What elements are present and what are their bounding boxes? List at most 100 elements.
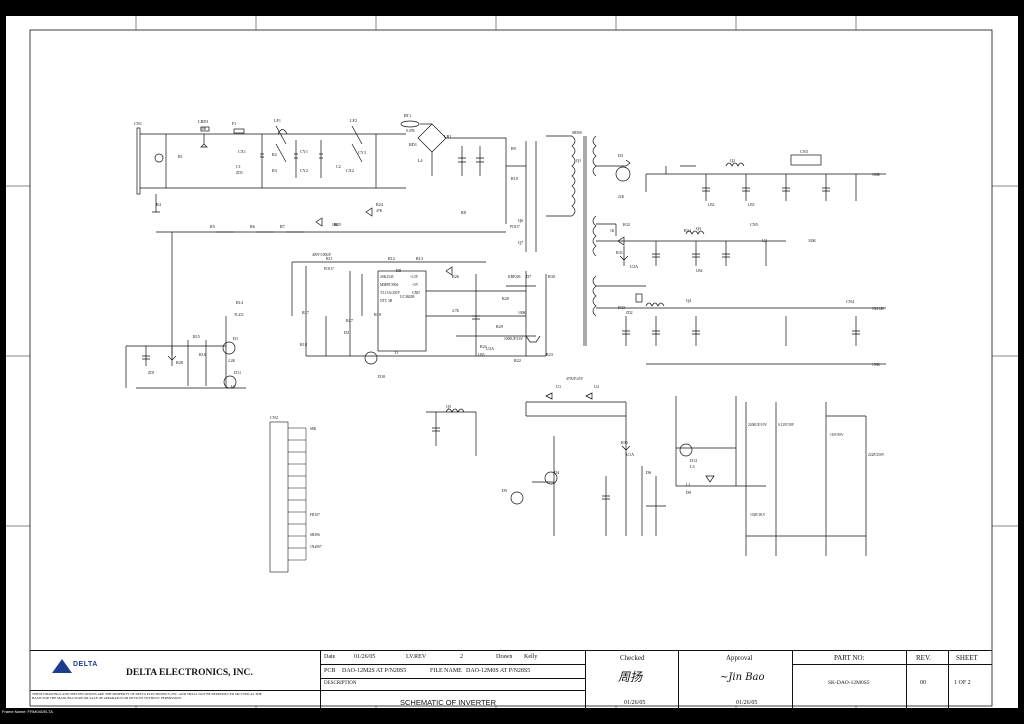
component-label: D7 (526, 274, 531, 279)
component-label: Q5 (446, 404, 451, 409)
sheet-border (29, 29, 993, 707)
component-label: U2A (630, 264, 638, 269)
transformer-t1 (546, 135, 597, 346)
feedback-section (426, 392, 643, 536)
drawn-value: Kelly (524, 654, 538, 660)
rev-label: REV. (916, 654, 931, 662)
component-label: Q1 (576, 158, 581, 163)
component-labels: LBD1 F1 LF1 LF2 RT1 BD1 C1 C2 CY1 CY2 CY… (148, 113, 885, 549)
component-label: R5 (210, 224, 215, 229)
company-name: DELTA ELECTRONICS, INC. (126, 668, 253, 678)
schematic-sheet: CN1 (6, 16, 1018, 712)
component-label: RT1 (404, 113, 411, 118)
component-label: R23 (546, 352, 553, 357)
component-label: PC817 (510, 225, 520, 229)
component-label: R29 (496, 324, 503, 329)
lv-rev-value: 2 (460, 654, 463, 660)
component-label: 10R (200, 127, 207, 131)
file-label: FILE NAME (430, 668, 462, 674)
component-label: LF1 (274, 118, 281, 123)
component-label: 1000UF/16V (504, 337, 523, 341)
component-label: D10 (378, 374, 385, 379)
component-label: 1K (610, 229, 615, 233)
component-label: CY1 (300, 149, 308, 154)
description-value: SCHEMATIC OF INVERTER (400, 698, 496, 707)
component-label: ZD2 (626, 311, 633, 315)
component-label: U3A (486, 346, 494, 351)
description-label: DESCRIPTION (324, 681, 357, 686)
component-label: R26 (452, 274, 459, 279)
approval-date: 01/26/05 (736, 700, 758, 706)
component-label: C1 (236, 164, 241, 169)
file-value: DAO-12M0S AT P/N28S5 (466, 668, 531, 674)
part-no-value: SK-DAO-12M0S5 (828, 680, 870, 686)
cn1-connector: CN1 (134, 121, 142, 195)
tl431-section (646, 396, 867, 556)
approval-label: Approval (726, 654, 753, 662)
component-label: R22 (514, 358, 521, 363)
component-label: Q2 (730, 158, 735, 163)
component-label: R6 (250, 224, 255, 229)
component-label: 470UF/25V (566, 377, 584, 381)
sheet-label: SHEET (956, 654, 978, 662)
bridge-rectifier (386, 120, 537, 252)
component-label: D11 (234, 370, 241, 375)
output-5v (596, 223, 786, 266)
output-3v3 (596, 285, 886, 365)
component-label: U1A (626, 452, 634, 457)
cn1-label: CN1 (134, 121, 142, 126)
logo-text: DELTA (73, 661, 98, 668)
component-label: R32 (623, 222, 630, 227)
date-value: 01/26/05 (354, 654, 376, 660)
component-label: R4 (156, 202, 162, 207)
component-label: LB1 (444, 134, 451, 139)
zone-ticks (6, 16, 1018, 708)
component-label: D3 (618, 153, 623, 158)
component-label: T1 (394, 350, 399, 355)
component-label: CY3 (358, 150, 366, 155)
component-label: R27 (346, 318, 353, 323)
component-label: 1UF/50V (830, 433, 844, 437)
component-label: 330K (808, 239, 816, 243)
component-label: 47K (376, 209, 383, 213)
component-label: L3 (690, 464, 695, 469)
component-label: Q6 (518, 218, 523, 223)
component-label: R24 (376, 202, 384, 207)
component-label: FR107 (310, 513, 320, 517)
delta-logo: DELTA (52, 658, 232, 680)
component-label: U1 (556, 384, 561, 389)
frame-filename: Frame Name: FRM04DELTA (2, 709, 53, 714)
component-label: D2 (344, 330, 349, 335)
component-label: TL431 (234, 313, 244, 317)
component-label: LB3 (748, 203, 755, 207)
component-label: R7 (280, 224, 285, 229)
component-label: D12 (690, 458, 697, 463)
component-label: R20 (502, 296, 509, 301)
component-label: L4 (418, 158, 424, 163)
component-label: L2 (231, 384, 236, 389)
cn2-connector: CN2 (269, 415, 307, 573)
schematic-drawing: CN1 (6, 16, 1018, 708)
connector-label: CN3 (800, 149, 808, 154)
component-label: D8 (396, 268, 401, 273)
component-label: LB2 (708, 203, 715, 207)
component-label: PC817 (324, 267, 334, 271)
component-label: SR306 (310, 533, 320, 537)
component-label: R21 (480, 344, 487, 349)
pcb-label: PCB (324, 668, 336, 674)
component-label: D6 (646, 470, 651, 475)
component-label: R1 (178, 154, 183, 159)
component-label: R28 (176, 360, 183, 365)
component-label: R33 (618, 305, 625, 310)
approval-signature: ~Jin Bao (720, 672, 765, 683)
component-label: NTC 5R (380, 299, 393, 303)
component-label: D4 (554, 470, 560, 475)
component-label: 0.47R (406, 129, 415, 133)
component-label: 1N4007 (310, 545, 322, 549)
component-label: 4.7K (452, 309, 459, 313)
component-label: R16 (199, 352, 206, 357)
checked-date: 01/26/05 (624, 700, 646, 706)
component-label: 10K (332, 223, 339, 227)
component-label: R2 (272, 152, 277, 157)
component-label: Q3 (696, 226, 701, 231)
